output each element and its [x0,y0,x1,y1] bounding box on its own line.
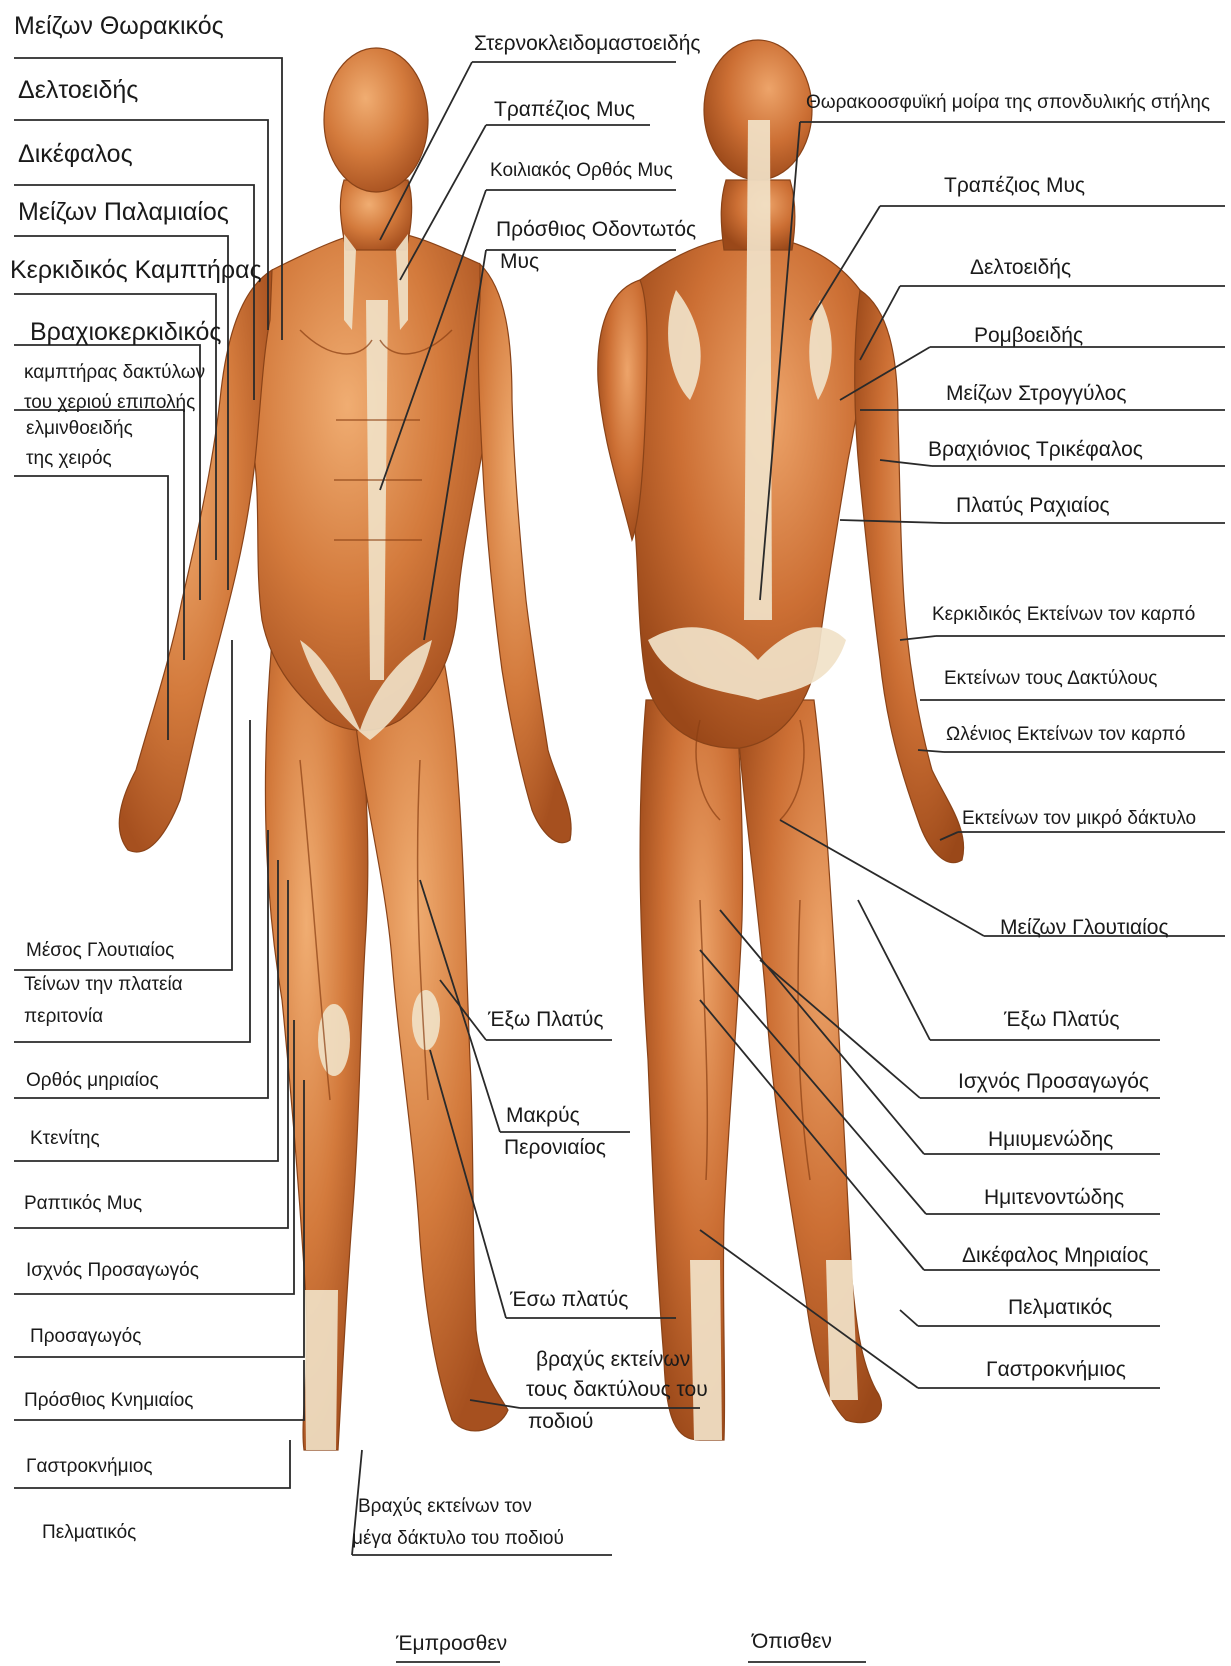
label-gastrocnemius-front: Γαστροκνήμιος [26,1456,153,1478]
label-ext-hallucis-brevis-2: μέγα δάκτυλο του ποδιού [352,1528,564,1550]
label-serratus-anterior-2: Μυς [500,250,539,274]
label-gastrocnemius-back: Γαστροκνήμιος [986,1358,1126,1382]
label-soleus-back: Πελματικός [1008,1296,1112,1320]
label-peroneus-longus-2: Περονιαίος [504,1136,606,1160]
caption-front-view: Έμπροσθεν [396,1632,507,1656]
label-thoracolumbar-fascia: Θωρακοοσφυϊκή μοίρα της σπονδυλικής στήλ… [806,92,1210,114]
caption-back-view: Όπισθεν [752,1630,832,1654]
label-ext-digitorum-brevis-2: τους δακτύλους του [526,1378,708,1402]
label-ext-digitorum-brevis-3: ποδιού [528,1410,593,1434]
label-semimembranosus: Ημιυμενώδης [988,1128,1113,1152]
label-sartorius: Ραπτικός Μυς [24,1193,142,1215]
label-lumbricals-1: ελμινθοειδής [26,418,133,440]
label-biceps-femoris: Δικέφαλος Μηριαίος [962,1244,1149,1268]
label-triceps: Βραχιόνιος Τρικέφαλος [928,438,1143,462]
label-gluteus-medius: Μέσος Γλουτιαίος [26,940,174,962]
label-flexor-digitorum-2: του χεριού επιπολής [24,392,195,414]
label-ext-digitorum-brevis-1: βραχύς εκτείνων [536,1348,690,1372]
label-deltoid-back: Δελτοειδής [970,256,1071,280]
label-tensor-fasciae-1: Τείνων την πλατεία [24,974,183,996]
label-ext-digiti-minimi: Εκτείνων τον μικρό δάκτυλο [962,808,1196,830]
label-soleus-front: Πελματικός [42,1522,136,1544]
label-ext-carpi-radialis: Κερκιδικός Εκτείνων τον καρπό [932,604,1195,626]
label-rectus-abdominis: Κοιλιακός Ορθός Μυς [490,160,673,182]
label-gracilis-back: Ισχνός Προσαγωγός [958,1070,1149,1094]
label-serratus-anterior-1: Πρόσθιος Οδοντωτός [496,218,696,242]
label-pectoralis-major: Μείζων Θωρακικός [14,12,224,41]
label-vastus-lateralis-back: Έξω Πλατύς [1004,1008,1120,1032]
label-trapezius-back: Τραπέζιος Μυς [944,174,1085,198]
label-ext-digitorum: Εκτείνων τους Δακτύλους [944,668,1157,690]
label-gracilis-front: Ισχνός Προσαγωγός [26,1260,199,1282]
label-flexor-digitorum-1: καμπτήρας δακτύλων [24,362,205,384]
label-adductor: Προσαγωγός [30,1326,141,1348]
label-ext-hallucis-brevis-1: Βραχύς εκτείνων τον [358,1496,532,1518]
label-vastus-medialis: Έσω πλατύς [510,1288,628,1312]
label-brachioradialis: Βραχιοκερκιδικός [30,318,221,347]
label-tensor-fasciae-2: περιτονία [24,1006,103,1028]
label-flexor-carpi-radialis: Κερκιδικός Καμπτήρας [10,256,262,285]
label-tibialis-anterior: Πρόσθιος Κνημιαίος [24,1390,193,1412]
label-lumbricals-2: της χειρός [26,448,112,470]
label-gluteus-maximus: Μείζων Γλουτιαίος [1000,916,1169,940]
label-deltoid-front: Δελτοειδής [18,76,138,105]
label-vastus-lateralis-front: Έξω Πλατύς [488,1008,604,1032]
label-pectineus: Κτενίτης [30,1128,100,1150]
label-latissimus-dorsi: Πλατύς Ραχιαίος [956,494,1110,518]
label-ext-carpi-ulnaris: Ωλένιος Εκτείνων τον καρπό [946,724,1185,746]
label-trapezius-front: Τραπέζιος Μυς [494,98,635,122]
label-rhomboid: Ρομβοειδής [974,324,1083,348]
label-biceps: Δικέφαλος [18,140,133,169]
label-sternocleidomastoid: Στερνοκλειδομαστοειδής [474,32,701,56]
label-semitendinosus: Ημιτενοντώδης [984,1186,1124,1210]
label-peroneus-longus-1: Μακρύς [506,1104,580,1128]
label-palmaris-longus: Μείζων Παλαμιαίος [18,198,229,227]
label-rectus-femoris: Ορθός μηριαίος [26,1070,159,1092]
label-teres-major: Μείζων Στρογγύλος [946,382,1126,406]
